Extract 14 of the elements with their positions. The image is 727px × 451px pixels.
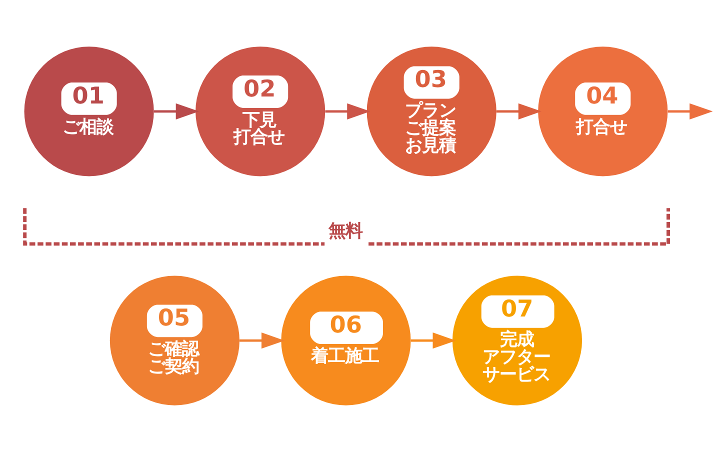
node-circle: 06 着工施工	[281, 275, 411, 405]
arrow	[496, 102, 542, 120]
node-circle: 03 プランご提案お見積	[366, 46, 496, 176]
arrow	[240, 332, 285, 348]
node-circle: 04 打合せ	[538, 46, 668, 176]
node-circle: 07 完成アフターサービス	[452, 275, 582, 405]
label: 無料	[328, 220, 363, 241]
arrow	[325, 102, 370, 120]
arrow	[410, 332, 456, 348]
node-circle: 05 ご確認ご契約	[110, 275, 240, 405]
node-circle: 02 下見打合せ	[196, 46, 326, 176]
node-circle: 01 ご相談	[24, 46, 154, 176]
arrow	[668, 102, 713, 120]
arrow	[154, 102, 200, 120]
